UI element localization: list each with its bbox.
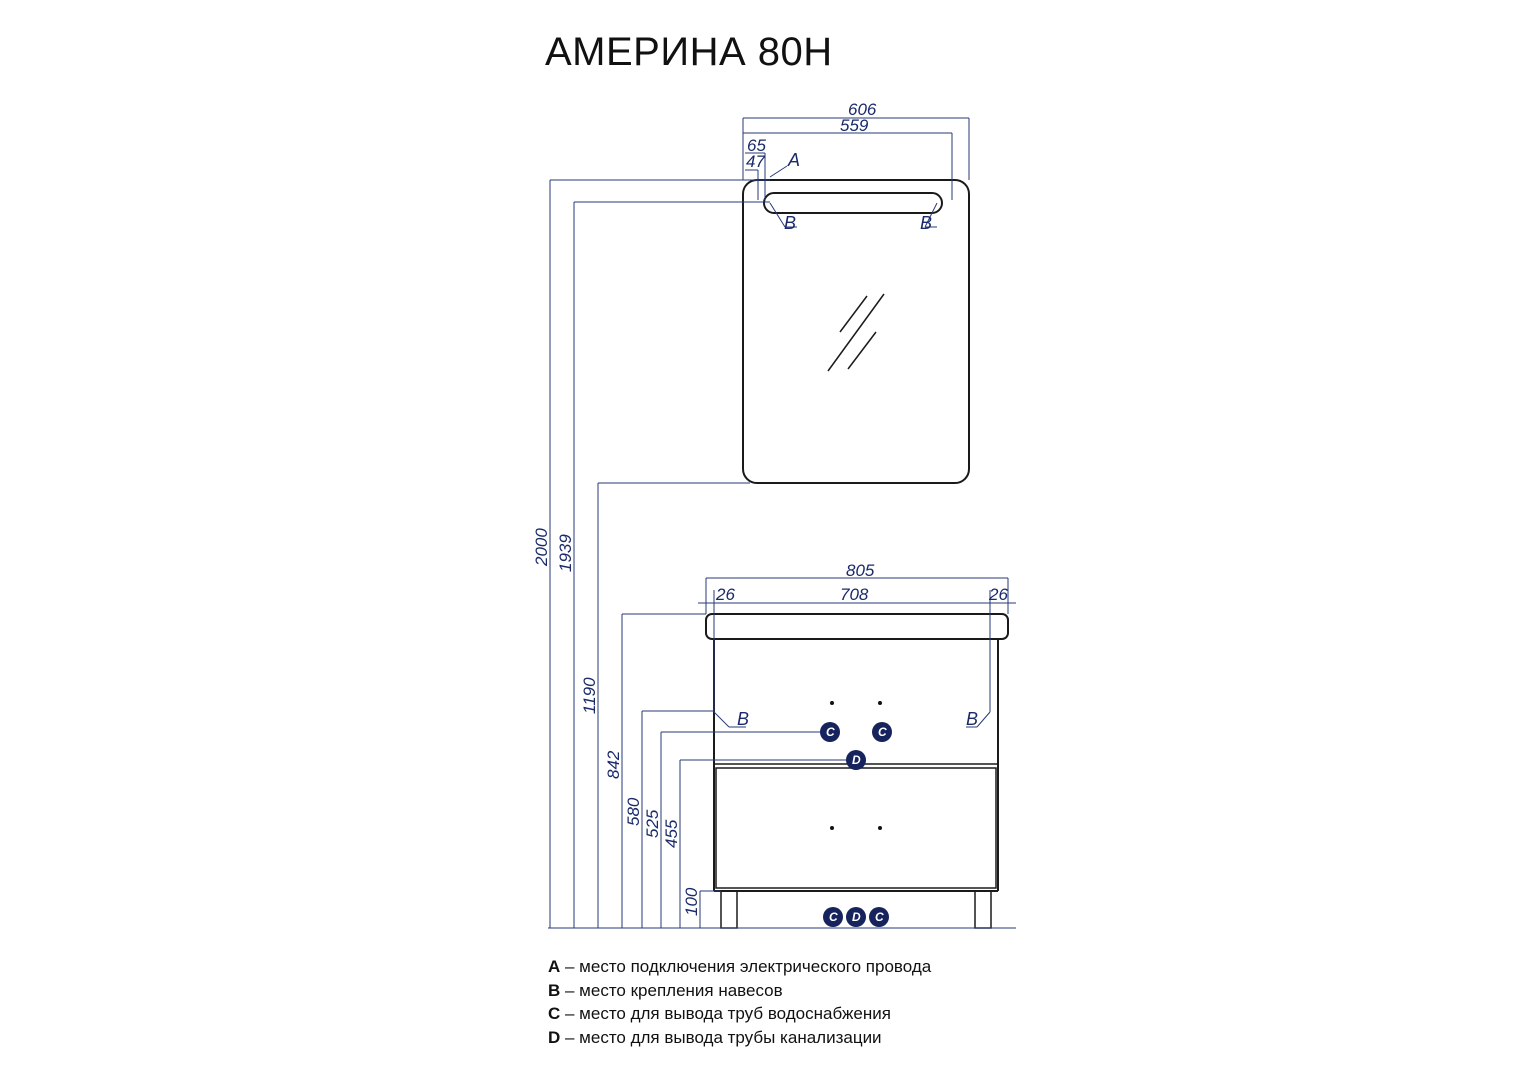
height-1939: 1939 — [556, 534, 575, 572]
vanity-side-right: 26 — [988, 585, 1008, 604]
vanity-width-inner: 708 — [840, 585, 869, 604]
height-2000: 2000 — [532, 528, 551, 567]
height-525: 525 — [643, 809, 662, 838]
badge-c-left: C — [820, 722, 840, 742]
vanity-width-total: 805 — [846, 561, 875, 580]
vanity-dimensions — [698, 577, 1016, 728]
badge-d-floor: D — [846, 907, 866, 927]
height-455: 455 — [662, 819, 681, 848]
badge-c-floor-right: C — [869, 907, 889, 927]
legend-item-c: C – место для вывода труб водоснабжения — [548, 1004, 891, 1023]
svg-text:D: D — [852, 910, 861, 924]
svg-text:C: C — [875, 910, 884, 924]
mirror-width-total: 606 — [848, 100, 877, 119]
marker-b-vanity-left: B — [737, 709, 749, 729]
height-580: 580 — [624, 797, 643, 826]
vanity-cabinet — [548, 613, 1016, 929]
badge-d-upper: D — [846, 750, 866, 770]
svg-text:C: C — [826, 725, 835, 739]
legend-item-d: D – место для вывода трубы канализации — [548, 1027, 882, 1047]
badge-c-right: C — [872, 722, 892, 742]
height-1190: 1190 — [580, 677, 599, 714]
mirror-offset-65: 65 — [747, 136, 766, 155]
height-dimension-lines — [549, 179, 846, 928]
handle-dots — [830, 701, 882, 830]
marker-a: A — [787, 150, 800, 170]
legend: A – место подключения электрического про… — [548, 955, 931, 1049]
svg-text:D: D — [852, 753, 861, 767]
svg-text:C: C — [829, 910, 838, 924]
marker-b-mirror-right: B — [920, 213, 932, 233]
page-title: АМЕРИНА 80Н — [545, 30, 833, 74]
badge-c-floor-left: C — [823, 907, 843, 927]
height-842: 842 — [604, 750, 623, 779]
svg-text:C: C — [878, 725, 887, 739]
vanity-side-left: 26 — [715, 585, 735, 604]
mirror-dimensions — [742, 117, 970, 228]
mirror-offset-47: 47 — [746, 152, 765, 171]
mirror-width-inner: 559 — [840, 116, 869, 135]
height-100: 100 — [682, 887, 701, 916]
marker-b-vanity-right: B — [966, 709, 978, 729]
marker-b-mirror-left: B — [784, 213, 796, 233]
mirror-cabinet — [742, 179, 970, 484]
legend-item-b: B – место крепления навесов — [548, 980, 783, 1000]
legend-item-a: A – место подключения электрического про… — [548, 957, 932, 976]
